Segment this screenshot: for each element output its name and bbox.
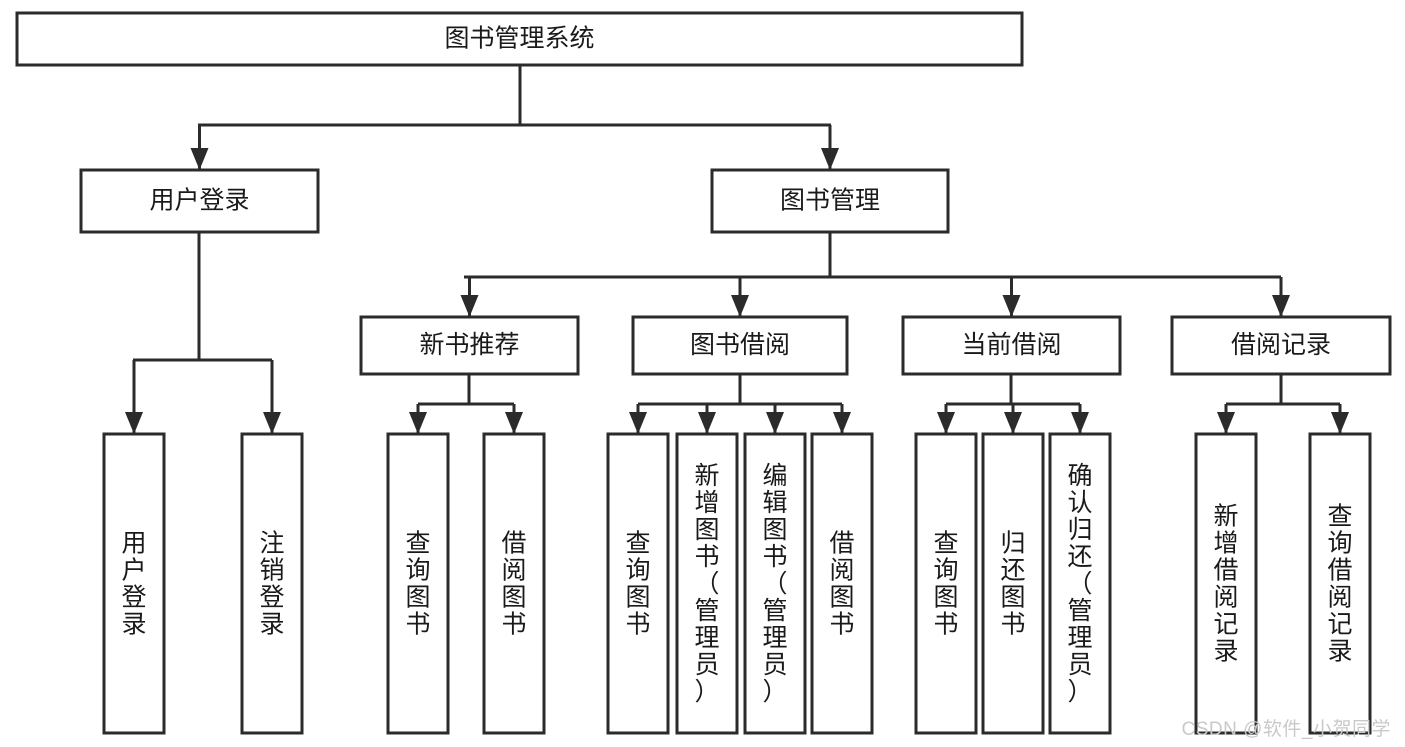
node-label: 查询图书 [405, 530, 430, 639]
node-box[interactable] [810, 432, 874, 735]
arrow-head-icon [937, 412, 955, 434]
node-label: 查询图书 [625, 530, 650, 639]
node-bookmgmt[interactable]: 图书管理 [710, 168, 950, 234]
arrow-head-icon [409, 412, 427, 434]
arrow-head-icon [190, 148, 209, 170]
arrow-head-icon [1272, 295, 1290, 317]
node-label: 借阅记录 [1231, 331, 1331, 359]
node-box[interactable] [1194, 432, 1258, 735]
node-box[interactable] [386, 432, 450, 735]
arrow-head-icon [698, 412, 716, 434]
node-label: 借阅图书 [501, 530, 526, 639]
arrow-head-icon [505, 412, 523, 434]
node-leaf-query-book-1[interactable]: 查询图书 [386, 432, 450, 735]
node-leaf-query-book-3[interactable]: 查询图书 [914, 432, 978, 735]
node-label: 用户登录 [149, 187, 249, 215]
node-label: 新书推荐 [419, 331, 519, 359]
node-login[interactable]: 用户登录 [79, 168, 320, 234]
node-label: 归还图书 [1000, 530, 1025, 639]
node-box[interactable] [79, 168, 320, 234]
node-box[interactable] [631, 315, 849, 376]
node-leaf-query-record[interactable]: 查询借阅记录 [1308, 432, 1372, 735]
node-box[interactable] [359, 315, 580, 376]
arrow-head-icon [1331, 412, 1349, 434]
arrow-head-icon [263, 412, 281, 434]
node-box[interactable] [1048, 432, 1112, 735]
node-leaf-return-book[interactable]: 归还图书 [981, 432, 1045, 735]
arrow-head-icon [821, 148, 839, 170]
node-leaf-user-login[interactable]: 用户登录 [102, 432, 166, 735]
arrow-head-icon [731, 295, 749, 317]
node-label: 编辑图书（管理员） [762, 462, 787, 706]
node-newbook[interactable]: 新书推荐 [359, 315, 580, 376]
node-box[interactable] [981, 432, 1045, 735]
node-label: 查询图书 [933, 530, 958, 639]
arrow-head-icon [125, 412, 143, 434]
node-leaf-query-book-2[interactable]: 查询图书 [606, 432, 670, 735]
node-box[interactable] [710, 168, 950, 234]
arrow-head-icon [629, 412, 647, 434]
node-leaf-edit-book[interactable]: 编辑图书（管理员） [743, 432, 807, 735]
node-leaf-add-record[interactable]: 新增借阅记录 [1194, 432, 1258, 735]
node-label: 当前借阅 [961, 331, 1061, 359]
node-leaf-confirm-return[interactable]: 确认归还（管理员） [1048, 432, 1112, 735]
node-leaf-logout[interactable]: 注销登录 [240, 432, 304, 735]
node-label: 图书借阅 [690, 331, 790, 359]
node-label: 新增图书（管理员） [694, 462, 719, 706]
node-label: 图书管理系统 [444, 25, 594, 53]
node-box[interactable] [606, 432, 670, 735]
node-label: 查询借阅记录 [1327, 503, 1352, 666]
arrow-head-icon [833, 412, 851, 434]
edges-layer [125, 65, 1349, 434]
node-leaf-add-book[interactable]: 新增图书（管理员） [675, 432, 739, 735]
arrow-head-icon [1004, 412, 1022, 434]
node-leaf-borrow-book-2[interactable]: 借阅图书 [810, 432, 874, 735]
node-leaf-borrow-book-1[interactable]: 借阅图书 [482, 432, 546, 735]
node-current[interactable]: 当前借阅 [901, 315, 1122, 376]
node-box[interactable] [901, 315, 1122, 376]
node-box[interactable] [240, 432, 304, 735]
node-box[interactable] [914, 432, 978, 735]
arrow-head-icon [1217, 412, 1235, 434]
nodes-layer: 图书管理系统用户登录图书管理新书推荐图书借阅当前借阅借阅记录用户登录注销登录查询… [15, 11, 1392, 735]
node-box[interactable] [15, 11, 1024, 67]
arrow-head-icon [766, 412, 784, 434]
arrow-head-icon [460, 295, 479, 317]
node-box[interactable] [1308, 432, 1372, 735]
node-label: 新增借阅记录 [1213, 503, 1238, 666]
node-box[interactable] [1170, 315, 1392, 376]
node-label: 用户登录 [121, 530, 146, 639]
node-box[interactable] [675, 432, 739, 735]
node-label: 注销登录 [259, 530, 284, 639]
arrow-head-icon [1071, 412, 1089, 434]
node-record[interactable]: 借阅记录 [1170, 315, 1392, 376]
node-label: 确认归还（管理员） [1067, 462, 1092, 706]
node-box[interactable] [743, 432, 807, 735]
node-label: 借阅图书 [829, 530, 854, 639]
node-label: 图书管理 [780, 187, 880, 215]
node-box[interactable] [102, 432, 166, 735]
arrow-head-icon [1002, 295, 1021, 317]
node-root[interactable]: 图书管理系统 [15, 11, 1024, 67]
node-borrow[interactable]: 图书借阅 [631, 315, 849, 376]
node-box[interactable] [482, 432, 546, 735]
